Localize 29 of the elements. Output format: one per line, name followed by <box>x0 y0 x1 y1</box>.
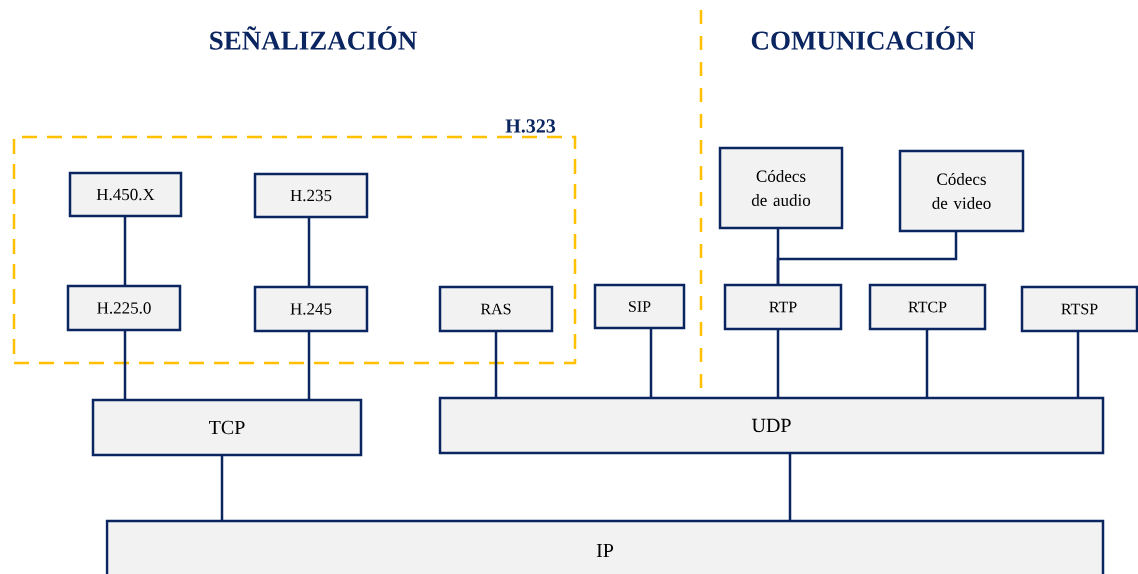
connector-line <box>123 216 127 286</box>
connector-line <box>788 453 792 521</box>
protocol-box: UDP <box>438 396 1105 455</box>
protocol-box: H.450.X <box>68 171 183 218</box>
protocol-box: H.235 <box>253 172 369 219</box>
connector-line <box>776 231 958 285</box>
connector-line <box>925 329 929 398</box>
protocol-box: RTCP <box>868 283 987 331</box>
section-heading: COMUNICACIÓN <box>751 26 976 50</box>
connector-line <box>123 330 127 400</box>
connector-line <box>776 329 780 398</box>
connector-line <box>307 331 311 400</box>
protocol-box: SIP <box>593 283 686 330</box>
connector-line <box>1076 331 1080 398</box>
protocol-box: IP <box>105 519 1105 574</box>
protocol-box: RAS <box>438 285 554 333</box>
protocol-box: TCP <box>91 398 363 457</box>
protocol-box: RTSP <box>1020 285 1138 333</box>
protocol-box: H.245 <box>253 285 369 333</box>
protocol-box: RTP <box>723 283 843 331</box>
protocol-box: Códecs de video <box>898 149 1025 233</box>
protocol-box: H.225.0 <box>66 284 182 332</box>
connector-line <box>649 328 653 398</box>
section-heading: SEÑALIZACIÓN <box>210 26 417 50</box>
protocol-box: Códecs de audio <box>718 146 844 230</box>
connector-line <box>220 455 224 521</box>
node-label: H.323 <box>505 119 556 133</box>
connector-line <box>494 331 498 398</box>
connector-line <box>307 217 311 287</box>
